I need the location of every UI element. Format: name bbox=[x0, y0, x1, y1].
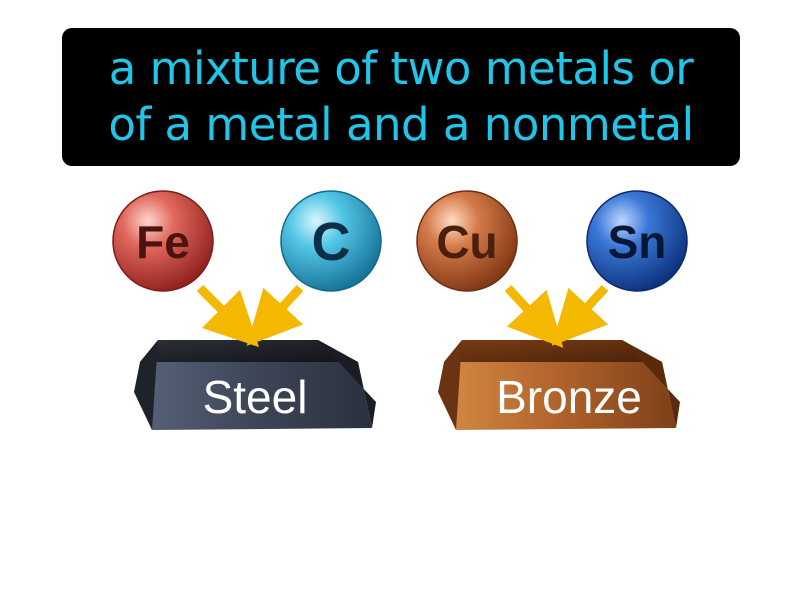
definition-line-2: of a metal and a nonmetal bbox=[108, 98, 694, 151]
fe-symbol: Fe bbox=[136, 216, 190, 268]
bronze-ingot-top bbox=[444, 340, 662, 362]
arrow-cu-to-bronze bbox=[504, 284, 564, 348]
definition-line-1: a mixture of two metals or bbox=[108, 42, 694, 95]
steel-ingot-front bbox=[140, 362, 372, 430]
element-cu: Cu bbox=[416, 190, 518, 292]
bronze-ingot-right bbox=[622, 340, 680, 428]
bronze-ingot bbox=[438, 340, 680, 430]
element-sn: Sn bbox=[586, 190, 688, 292]
arrows bbox=[196, 284, 609, 348]
sn-symbol: Sn bbox=[608, 216, 667, 268]
fe-sphere bbox=[112, 190, 214, 292]
cu-symbol: Cu bbox=[436, 216, 497, 268]
arrow-c-to-steel bbox=[246, 284, 304, 346]
bronze-label: Bronze bbox=[496, 371, 642, 423]
bronze-ingot-left bbox=[438, 340, 462, 430]
steel-ingot-left bbox=[134, 340, 158, 430]
element-c: C bbox=[280, 190, 382, 292]
definition-box: a mixture of two metals or of a metal an… bbox=[62, 28, 740, 166]
steel-ingot-right bbox=[318, 340, 376, 428]
arrow-sn-to-bronze bbox=[551, 284, 609, 346]
cu-sphere bbox=[416, 190, 518, 292]
c-symbol: C bbox=[312, 212, 351, 272]
bronze-ingot-front bbox=[444, 362, 676, 430]
steel-label: Steel bbox=[202, 371, 308, 423]
c-sphere bbox=[280, 190, 382, 292]
sn-sphere bbox=[586, 190, 688, 292]
steel-ingot bbox=[134, 340, 376, 430]
arrow-fe-to-steel bbox=[196, 284, 260, 348]
steel-ingot-top bbox=[140, 340, 358, 362]
element-fe: Fe bbox=[112, 190, 214, 292]
